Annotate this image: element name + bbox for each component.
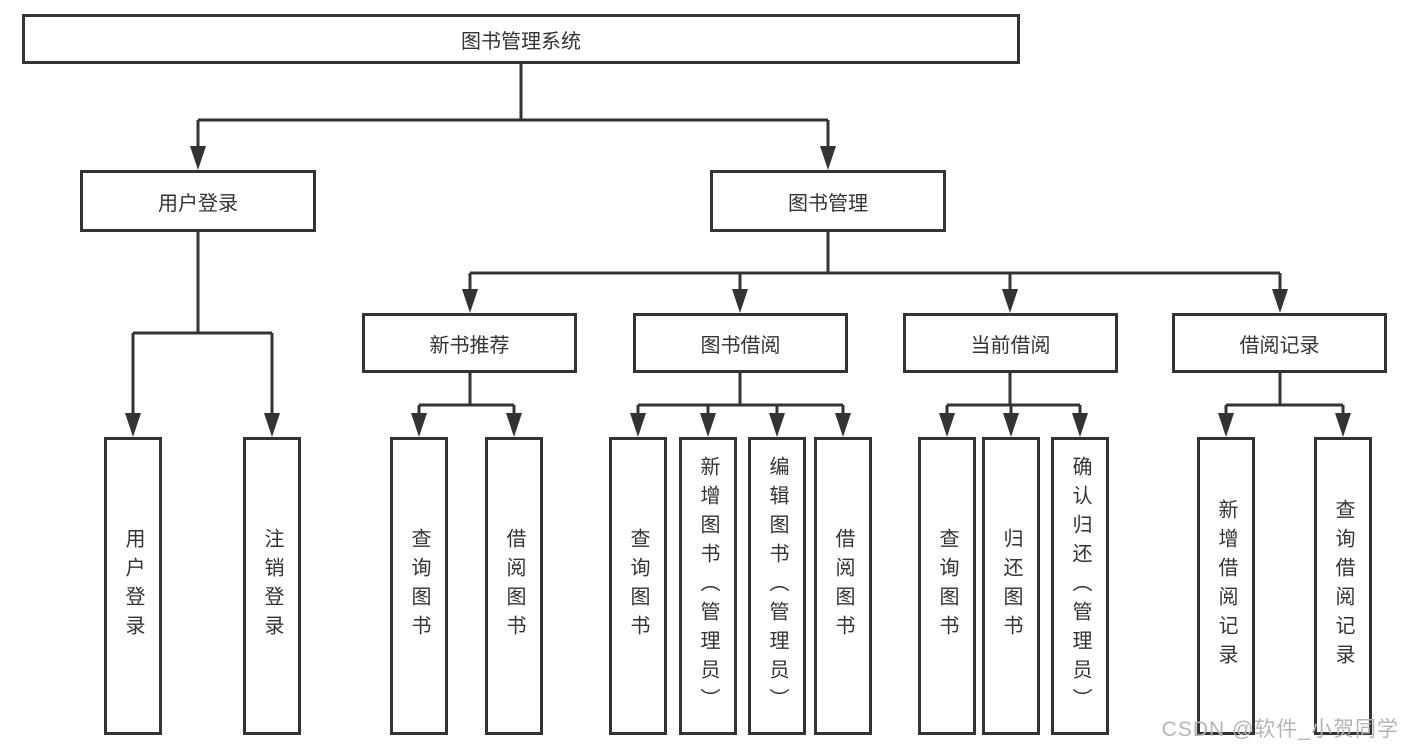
node-label: 图书管理系统	[461, 30, 581, 53]
leaf-borrow-books: 借阅图书	[814, 437, 872, 735]
leaf-add-borrow-record: 新增借阅记录	[1197, 437, 1255, 735]
leaf-edit-books-admin: 编辑图书（管理员）	[748, 437, 806, 735]
node-label: 查询图书	[408, 528, 430, 644]
leaf-query-books: 查询图书	[390, 437, 448, 735]
node-label: 编辑图书（管理员）	[766, 455, 788, 717]
leaf-borrow-books: 借阅图书	[485, 437, 543, 735]
node-label: 借阅图书	[832, 528, 854, 644]
node-label: 借阅记录	[1239, 334, 1320, 357]
node-label: 当前借阅	[970, 334, 1051, 357]
node-label: 确认归还（管理员）	[1069, 455, 1091, 717]
node-label: 用户登录	[158, 192, 238, 215]
node-current-borrowing: 当前借阅	[903, 313, 1118, 373]
node-label: 查询图书	[936, 528, 958, 644]
tree-connectors	[131, 64, 1345, 417]
node-user-login: 用户登录	[80, 170, 316, 232]
leaf-logout: 注销登录	[243, 437, 301, 735]
node-label: 查询借阅记录	[1332, 499, 1354, 673]
csdn-watermark: CSDN @软件_小贺同学	[1161, 718, 1399, 741]
node-label: 图书管理	[788, 192, 868, 215]
node-book-borrowing: 图书借阅	[633, 313, 848, 373]
node-label: 新增图书（管理员）	[697, 455, 719, 717]
node-label: 新增借阅记录	[1215, 499, 1237, 673]
leaf-query-books: 查询图书	[918, 437, 976, 735]
node-label: 图书借阅	[700, 334, 781, 357]
leaf-confirm-return-admin: 确认归还（管理员）	[1051, 437, 1109, 735]
node-label: 新书推荐	[429, 334, 510, 357]
node-label: 注销登录	[261, 528, 283, 644]
leaf-return-books: 归还图书	[982, 437, 1040, 735]
node-label: 归还图书	[1000, 528, 1022, 644]
node-new-book-recommendation: 新书推荐	[362, 313, 577, 373]
node-label: 借阅图书	[503, 528, 525, 644]
node-label: 查询图书	[627, 528, 649, 644]
node-borrowing-records: 借阅记录	[1172, 313, 1387, 373]
leaf-query-books: 查询图书	[609, 437, 667, 735]
leaf-query-borrow-record: 查询借阅记录	[1314, 437, 1372, 735]
leaf-user-login: 用户登录	[104, 437, 162, 735]
leaf-add-books-admin: 新增图书（管理员）	[679, 437, 737, 735]
node-label: 用户登录	[122, 528, 144, 644]
node-library-management-system: 图书管理系统	[22, 14, 1020, 64]
node-book-management: 图书管理	[710, 170, 946, 232]
